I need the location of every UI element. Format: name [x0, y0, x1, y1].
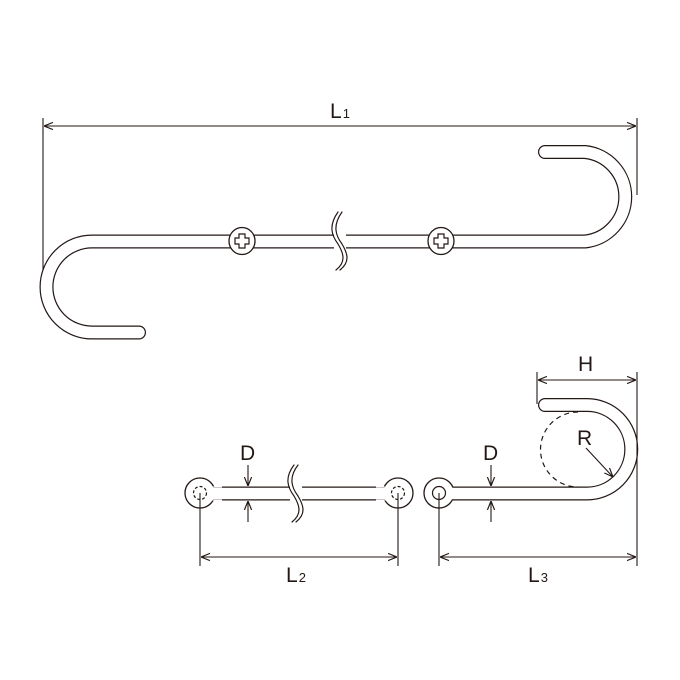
h-label: H	[578, 353, 593, 376]
screw-icon	[427, 226, 455, 256]
eye-hole-left	[192, 485, 208, 501]
eye-hole-right	[390, 485, 406, 501]
straight-bar-view: D L2	[184, 442, 414, 587]
l3-label: L3	[528, 564, 548, 587]
break-mark	[331, 211, 348, 271]
r-arrow	[585, 447, 613, 477]
radius-guide-circle	[539, 411, 579, 488]
break-mark	[287, 464, 304, 523]
s-hook-full-view: L1	[39, 100, 638, 340]
screw-icon	[228, 226, 256, 256]
d-label-left: D	[240, 442, 255, 465]
l2-label: L2	[286, 564, 306, 587]
d-label-right: D	[483, 442, 498, 465]
l1-label: L1	[330, 100, 350, 123]
r-label: R	[577, 427, 592, 450]
j-hook-view: R H D L3	[423, 353, 639, 587]
